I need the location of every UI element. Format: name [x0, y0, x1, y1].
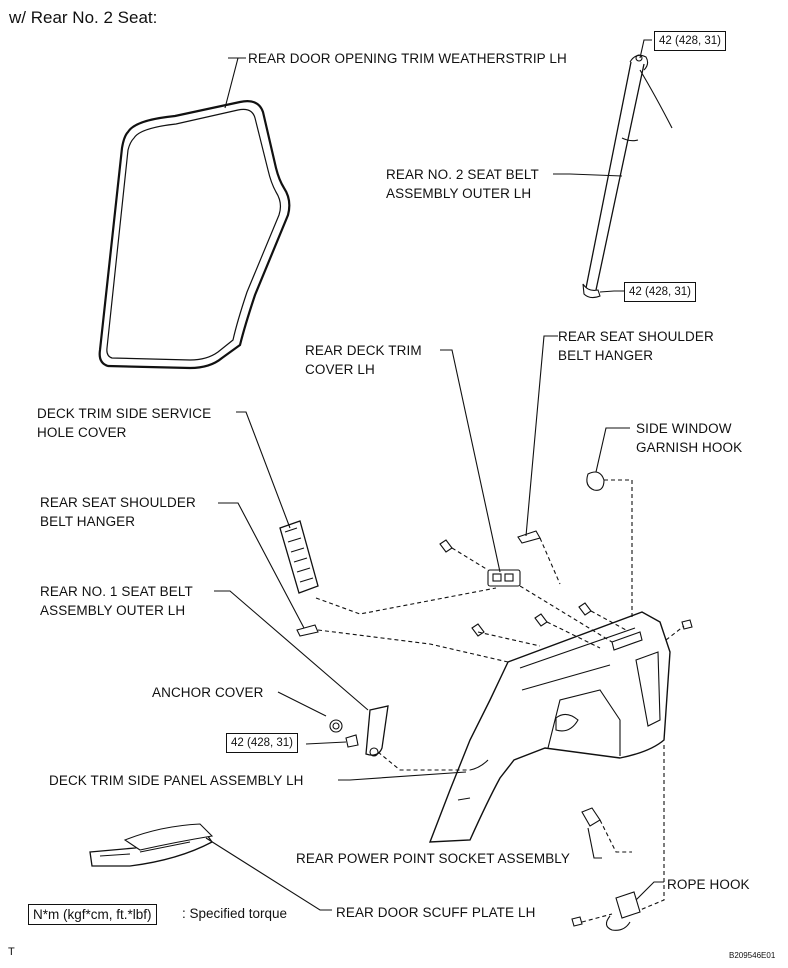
corner-mark: T	[8, 946, 15, 958]
leader-lines	[205, 39, 664, 911]
seat-belt-1-part	[329, 705, 389, 757]
label-side-window-hook: SIDE WINDOW GARNISH HOOK	[636, 421, 743, 455]
torque-box-belt-lower: 42 (428, 31)	[624, 282, 697, 302]
label-side-panel: DECK TRIM SIDE PANEL ASSEMBLY LH	[49, 773, 304, 788]
rope-hook-part	[605, 891, 641, 931]
label-shoulder-hanger-right: REAR SEAT SHOULDER BELT HANGER	[558, 329, 714, 363]
label-power-socket: REAR POWER POINT SOCKET ASSEMBLY	[296, 851, 571, 866]
page-title: w/ Rear No. 2 Seat:	[9, 8, 158, 27]
shoulder-hanger-right-part	[517, 530, 541, 544]
shoulder-hanger-left-part	[296, 624, 319, 637]
side-panel-part	[428, 611, 671, 843]
deck-trim-cover-part	[487, 569, 521, 587]
power-socket-part	[581, 807, 601, 827]
torque-box-top: 42 (428, 31)	[654, 31, 727, 51]
torque-box-belt-1: 42 (428, 31)	[226, 733, 299, 753]
label-weatherstrip: REAR DOOR OPENING TRIM WEATHERSTRIP LH	[248, 51, 567, 66]
label-scuff-plate: REAR DOOR SCUFF PLATE LH	[336, 905, 536, 920]
label-deck-trim-cover: REAR DECK TRIM COVER LH	[305, 343, 422, 377]
side-window-hook-part	[586, 471, 605, 491]
label-anchor-cover: ANCHOR COVER	[152, 685, 264, 700]
figure-id: B209546E01	[729, 951, 776, 960]
weatherstrip-part	[98, 100, 291, 370]
service-hole-cover-part	[279, 520, 319, 594]
seat-belt-2-part	[582, 54, 673, 299]
label-service-hole-cover: DECK TRIM SIDE SERVICE HOLE COVER	[37, 406, 212, 440]
label-rope-hook: ROPE HOOK	[667, 877, 750, 892]
legend-torque-box: N*m (kgf*cm, ft.*lbf)	[28, 904, 157, 925]
label-shoulder-hanger-left: REAR SEAT SHOULDER BELT HANGER	[40, 495, 196, 529]
label-seat-belt-2: REAR NO. 2 SEAT BELT ASSEMBLY OUTER LH	[386, 167, 539, 201]
assembly-lines	[315, 479, 685, 923]
legend-text: : Specified torque	[182, 906, 288, 921]
scuff-plate-part	[89, 823, 214, 867]
label-seat-belt-1: REAR NO. 1 SEAT BELT ASSEMBLY OUTER LH	[40, 584, 193, 618]
